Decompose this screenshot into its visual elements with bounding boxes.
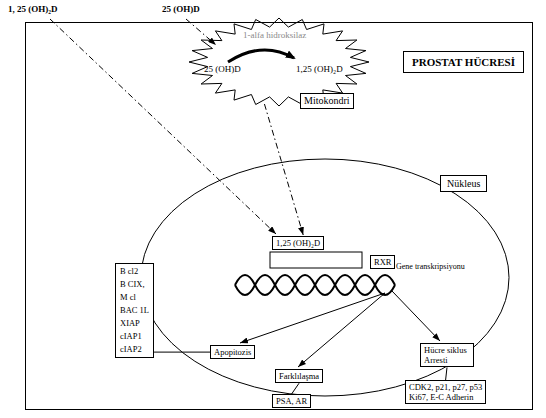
effect-arrow — [392, 291, 440, 341]
connector-layer — [154, 104, 447, 394]
gene-list-box: CDK2, p21, p27, p53Ki67, E-C Adherin — [405, 380, 486, 404]
dna-strand — [235, 275, 395, 295]
effect-arrow — [240, 293, 385, 343]
effect-arrow — [298, 293, 385, 367]
connector — [264, 104, 303, 235]
dna-strand — [235, 275, 395, 295]
dash-dot-arrow — [50, 19, 276, 234]
box-text: RXR — [374, 257, 391, 267]
box-text: B cl2 — [120, 265, 149, 278]
mitochondrion-text: 25 (OH)D — [204, 64, 241, 74]
receptor-box — [270, 252, 362, 268]
connector — [446, 367, 447, 380]
cell-outline: PROSTAT HÜCRESİ 1-alfa hidroksilaz 25 (OH)… — [25, 22, 533, 410]
box-text: cIAP1 — [120, 330, 149, 343]
nucleus-shape: Nükleus 1,25 (OH)₂D RXR ApopitozisFarklılaş… — [140, 158, 510, 397]
box-text: 1,25 (OH)₂D — [276, 238, 320, 248]
conversion-arrow — [228, 50, 294, 62]
box-text: Hücre siklus Arresti — [424, 345, 470, 365]
receptor-box: 1,25 (OH)₂D — [272, 236, 324, 250]
gene-list-box: B cl2B CIX,M clBAC 1LXIAPcIAP1cIAP2 — [115, 263, 154, 358]
process-box: Apopitozis — [210, 345, 255, 359]
receptor-box: RXR — [370, 255, 395, 269]
mitochondrion-text: 1-alfa hidroksilaz — [243, 30, 306, 40]
label-box: Mitokondri — [300, 93, 354, 109]
box-text: M cl — [120, 291, 149, 304]
box-text: cIAP2 — [120, 343, 149, 356]
molecule-label: 1, 25 (OH)₂D — [8, 4, 57, 14]
nucleus-outline — [141, 159, 509, 396]
nucleus-title: Nükleus — [440, 175, 487, 192]
box-text: Ki67, E-C Adherin — [409, 392, 482, 402]
box-text: XIAP — [120, 317, 149, 330]
box-text: Mitokondri — [304, 95, 350, 107]
mitochondrion-text: 1,25 (OH)₂D — [296, 64, 343, 74]
box-text: Farklılaşma — [279, 371, 319, 381]
box-text: Apopitozis — [214, 347, 251, 357]
marker-box: PSA, AR — [272, 394, 311, 408]
process-label: Gene transkripsiyonu — [396, 262, 465, 271]
box-text: CDK2, p21, p27, p53 — [409, 382, 482, 392]
process-box: Farklılaşma — [275, 369, 323, 383]
process-box: Hücre siklus Arresti — [420, 343, 474, 367]
molecule-label: 25 (OH)D — [162, 4, 200, 14]
box-text: B CIX, — [120, 278, 149, 291]
box-text: PSA, AR — [276, 396, 307, 406]
box-text: BAC 1L — [120, 304, 149, 317]
connector — [292, 383, 299, 394]
cell-title: PROSTAT HÜCRESİ — [403, 51, 524, 73]
